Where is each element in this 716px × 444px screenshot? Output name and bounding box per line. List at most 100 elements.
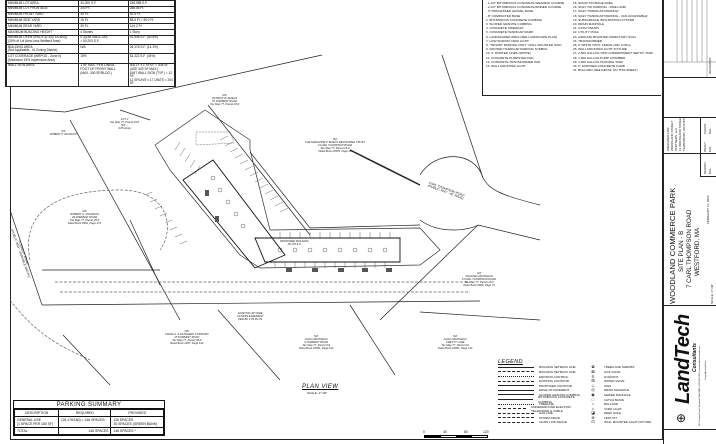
legend-symbol-icon: ⊞	[591, 378, 595, 384]
note-item: 31. BOLLARD (SEE DETAIL ON THIS SHEET)	[573, 68, 638, 73]
legend-symbol-item: ◎ DRAIN MANHOLE	[588, 388, 663, 393]
legend-label: GAS VALVE	[604, 369, 621, 374]
parking-cell: 146 SPACES	[58, 427, 112, 435]
legend-label: STORM DRAIN	[539, 415, 560, 420]
check-value: M.K.	[708, 127, 712, 134]
line-style-swatch	[498, 422, 534, 424]
legend-symbol-item: ☼ YARD LIGHT	[588, 406, 663, 411]
title-block: REVISIONS PREPARED FOR: WOODLAND STREET …	[663, 0, 716, 444]
line-style-swatch	[498, 399, 534, 401]
zoning-cell: 1 SF MAX. PER LINEAL FOOT OF FRONT WALL …	[78, 62, 129, 86]
legend-line-item: BITUMINOUS CONCRETE CURBING	[498, 395, 588, 404]
legend-label: TREES AND SHRUBS	[604, 365, 635, 370]
label-nakoshan-3: N/F PAULINE NAKOSHAN 6 CARL THOMPSON ROA…	[462, 272, 497, 288]
legend-label: SIGN	[604, 383, 612, 388]
scale-tick: 120	[483, 430, 489, 434]
table-row: GENERAL USE (1 SPACE PER 180 SF) (26,176…	[13, 416, 164, 428]
note-item: 25. 6' WHITE VINYL FENCE (400' LONG)	[573, 43, 631, 48]
label-corsoro: N/F CRAIG A. & KATHLEEN CORSORO 25 FORRE…	[165, 330, 209, 346]
zoning-cell: 30 Ft.	[78, 11, 129, 19]
legend-label: EROSION CONTROL	[539, 374, 569, 379]
zoning-cell: 30 Ft.	[78, 23, 129, 30]
note-item: 20. DRAIN MANHOLE	[573, 22, 604, 27]
zoning-cell: 81,322 S.F. (44%)	[127, 53, 175, 64]
legend-line-item: STORM DRAIN	[498, 416, 588, 421]
note-item: 6. LANDSCAPED AREA (SEE LANDSCAPE PLAN)	[486, 34, 558, 39]
legend-symbol-item: ◪DEEP HOLE	[588, 411, 663, 416]
zoning-cell: 58.6 Ft. / 45.0 Ft.	[127, 17, 175, 25]
firm-block: LandTech Consultants 515 Groton Road | W…	[664, 306, 716, 430]
drawing-scale: SCALE: 1"=40'	[710, 284, 714, 304]
line-style-swatch	[498, 417, 534, 419]
project-title-block: DESIGN M.K. WOODLAND COMMERCE PARK SITE …	[664, 154, 716, 306]
note-item: 27. 2,500 GALLON TWO-COMPARTMENT SEPTIC …	[573, 51, 654, 56]
label-proposed-building: PROPOSED BUILDING 26,176 S.F.	[280, 240, 309, 247]
zoning-cell: 92.5 Ft.	[127, 11, 175, 19]
zoning-cell: N/A	[78, 44, 129, 55]
legend-symbol-icon: ⊡	[591, 419, 595, 425]
note-item: 26. WALL MOUNTED LIGHT FIXTURE	[573, 47, 627, 52]
zoning-cell: 91,546 S.F. (50.5%)	[127, 34, 175, 46]
label-mcgrath: N/F ROBERT H. MCGRATH 39 FORREST ROAD Ta…	[68, 210, 102, 226]
zoning-cell: 408 LF x 1 SF/LF = 408 SF (USE 340 SF MA…	[127, 62, 175, 86]
project-title: WOODLAND COMMERCE PARK	[668, 187, 677, 304]
legend-symbol-icon: ◎	[591, 387, 595, 393]
plan-view-scale: SCALE: 1"=40'	[307, 391, 327, 395]
note-item: 23. GROUND MOUNTED DIRECTORY SIGN	[573, 34, 636, 39]
note-item: 4. CONCRETE SIDEWALK	[486, 26, 524, 31]
legend-label: YARD LIGHT	[604, 406, 622, 411]
line-style-swatch	[498, 389, 534, 391]
legend-label: HYDRANT	[604, 374, 619, 379]
legend-label: DRAIN MANHOLE	[604, 388, 630, 393]
legend-line-item: EXISTING CONTOUR	[498, 379, 588, 384]
legend-symbol-item: ⊥SIGN	[588, 383, 663, 388]
legend-symbol-item: ⊕ TEST PIT	[588, 414, 663, 421]
parking-cell: 146 SPACES *	[110, 427, 164, 435]
construction-notes: - 1-1/2" BITUMINOUS CONCRETE WEARING COU…	[482, 0, 661, 96]
drawing-date: FEBRUARY 11, 2024	[706, 195, 710, 224]
zoning-cell: MINIMUM OPEN SPACE [0.30(TLA-WD)] (30% o…	[6, 34, 80, 46]
note-item: 19. SUBSURFACE INFILTRATION SYSTEM	[573, 17, 635, 22]
legend-label: PROPOSED CONTOUR	[539, 383, 572, 388]
line-style-swatch	[498, 376, 534, 378]
note-item: 7. LOW SODIUM YARD LIGHT	[486, 38, 529, 43]
note-item: 30. 6" EXPOSED CONCRETE CURB	[573, 64, 625, 69]
line-style-swatch	[498, 412, 534, 414]
prepared-for-line: TEWKSBURY, MA 01876	[682, 117, 686, 151]
line-style-swatch	[498, 371, 534, 373]
parking-header: PROVIDED	[110, 409, 164, 417]
note-item: 3. SLOPED GRANITE CURBING	[486, 22, 532, 27]
legend-symbol-icon: ⊕	[591, 414, 595, 420]
globe-icon: ⊕	[676, 411, 687, 425]
legend-line-item: PROPOSED CONTOUR	[498, 383, 588, 388]
table-row: TOTAL 146 SPACES 146 SPACES *	[13, 427, 164, 435]
legend-label: BUILDING SETBACK LINE	[539, 365, 576, 370]
legend-label: CATCH BASIN	[604, 397, 624, 402]
legend-line-item: GAS LINE	[498, 411, 588, 416]
legend-label: WATER VALVE	[604, 379, 625, 384]
line-style-swatch	[498, 380, 534, 382]
note-item: 28. 1,500 GALLON PUMP CHAMBER	[573, 55, 626, 60]
note-item: 21. CATCH BASIN	[573, 26, 599, 31]
legend-symbol-icon: ☼	[591, 405, 595, 411]
note-item: - 1-1/2" BITUMINOUS CONCRETE WEARING COU…	[486, 1, 565, 5]
legend-symbol-item: ⊠GAS VALVE	[588, 369, 663, 375]
firm-sub: Consultants	[692, 343, 698, 372]
legend-symbol-icon: □	[591, 396, 595, 402]
legend-label: TEST PIT	[604, 415, 618, 420]
legend-label: BITUMINOUS CONCRETE CURBING	[538, 395, 575, 404]
address-line-2: WESTFORD, MA	[694, 227, 701, 276]
note-item: 5. CONCRETE HANDICAP RAMP	[486, 30, 534, 35]
parking-cell: TOTAL	[13, 427, 60, 435]
label-nakoshan-1: N/F ALDA NAKOSHAN 5 FORREST ROAD Tax Map…	[299, 335, 334, 351]
scale-tick: 80	[464, 430, 468, 434]
firm-address: 515 Groton Road | Westford, MA 01886 | 9…	[699, 345, 701, 426]
draft-value: M.K.	[708, 145, 712, 152]
table-row: LOT COVERAGE (WRPOD - Zone II) (Maximum …	[6, 53, 175, 64]
note-item: 22. UTILITY POLE	[573, 30, 599, 35]
parking-summary-title: PARKING SUMMARY	[14, 401, 164, 409]
legend-symbol-item: ✿ TREES AND SHRUBS	[588, 365, 663, 370]
legend-symbol-icon: ✿	[591, 364, 595, 370]
